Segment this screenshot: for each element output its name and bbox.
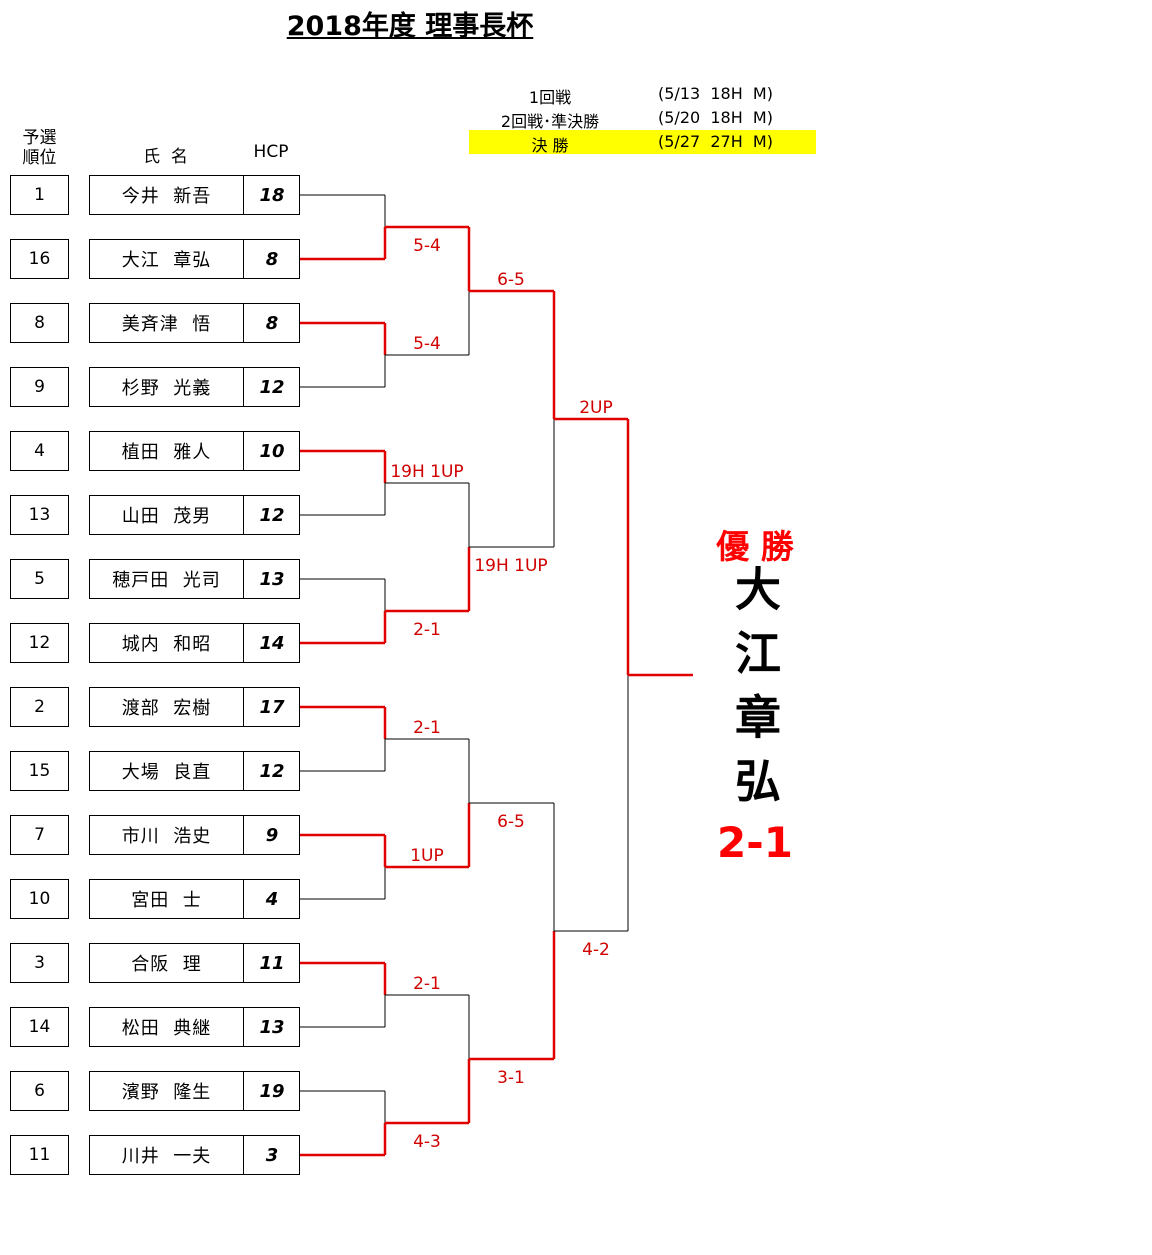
match-score: 19H 1UP (474, 556, 548, 576)
match-score: 2UP (579, 398, 613, 418)
player-hcp: 11 (243, 944, 300, 982)
seed-cell: 13 (10, 495, 69, 535)
name-header: 氏 名 (143, 147, 188, 167)
player-row: 宮田 士 4 (89, 879, 300, 919)
player-hcp: 14 (243, 624, 300, 662)
champion-label: 優 勝 (716, 527, 794, 566)
seed-cell: 12 (10, 623, 69, 663)
seed-cell: 11 (10, 1135, 69, 1175)
player-name: 宮田 士 (131, 890, 202, 911)
seed-header: 予選 順位 (22, 128, 57, 168)
player-hcp: 8 (243, 240, 300, 278)
hcp-header: HCP (253, 142, 289, 162)
player-name: 植田 雅人 (121, 442, 212, 463)
player-name: 杉野 光義 (121, 378, 212, 399)
player-hcp: 12 (243, 496, 300, 534)
schedule-highlight (469, 130, 816, 154)
player-name: 渡部 宏樹 (121, 698, 212, 719)
player-row: 大場 良直 12 (89, 751, 300, 791)
player-hcp: 3 (243, 1136, 300, 1174)
player-hcp: 18 (243, 176, 300, 214)
player-row: 合阪 理 11 (89, 943, 300, 983)
match-score: 1UP (410, 846, 444, 866)
player-name: 濱野 隆生 (121, 1082, 212, 1103)
player-row: 今井 新吾 18 (89, 175, 300, 215)
player-row: 穂戸田 光司 13 (89, 559, 300, 599)
player-row: 市川 浩史 9 (89, 815, 300, 855)
seed-cell: 15 (10, 751, 69, 791)
seed-cell: 7 (10, 815, 69, 855)
seed-cell: 3 (10, 943, 69, 983)
player-name: 美斉津 悟 (121, 314, 212, 335)
player-hcp: 8 (243, 304, 300, 342)
match-score: 4-2 (582, 940, 610, 960)
seed-cell: 4 (10, 431, 69, 471)
player-name: 城内 和昭 (121, 634, 212, 655)
player-name: 穂戸田 光司 (112, 570, 221, 591)
seed-cell: 2 (10, 687, 69, 727)
player-hcp: 10 (243, 432, 300, 470)
player-name: 山田 茂男 (121, 506, 212, 527)
player-hcp: 4 (243, 880, 300, 918)
champion-score: 2-1 (717, 818, 793, 867)
match-score: 6-5 (497, 270, 525, 290)
schedule-date: (5/27 27H M) (658, 132, 773, 151)
match-score: 2-1 (413, 718, 441, 738)
schedule-round: 決 勝 (531, 136, 569, 155)
player-row: 杉野 光義 12 (89, 367, 300, 407)
player-name: 合阪 理 (131, 954, 202, 975)
schedule-date: (5/13 18H M) (658, 84, 773, 103)
player-row: 植田 雅人 10 (89, 431, 300, 471)
player-hcp: 12 (243, 752, 300, 790)
player-name: 川井 一夫 (121, 1146, 212, 1167)
player-row: 川井 一夫 3 (89, 1135, 300, 1175)
match-score: 19H 1UP (390, 462, 464, 482)
player-row: 松田 典継 13 (89, 1007, 300, 1047)
player-name: 大場 良直 (121, 762, 212, 783)
player-name: 市川 浩史 (121, 826, 212, 847)
player-hcp: 17 (243, 688, 300, 726)
player-row: 渡部 宏樹 17 (89, 687, 300, 727)
match-score: 6-5 (497, 812, 525, 832)
champion-name: 大江章弘 (728, 565, 782, 821)
player-row: 美斉津 悟 8 (89, 303, 300, 343)
player-row: 山田 茂男 12 (89, 495, 300, 535)
seed-cell: 1 (10, 175, 69, 215)
schedule-date: (5/20 18H M) (658, 108, 773, 127)
seed-cell: 10 (10, 879, 69, 919)
player-hcp: 19 (243, 1072, 300, 1110)
player-name: 大江 章弘 (121, 250, 212, 271)
player-name: 今井 新吾 (121, 186, 212, 207)
player-hcp: 9 (243, 816, 300, 854)
player-hcp: 12 (243, 368, 300, 406)
schedule-round: 1回戦 (528, 88, 572, 107)
seed-cell: 14 (10, 1007, 69, 1047)
match-score: 2-1 (413, 620, 441, 640)
seed-cell: 8 (10, 303, 69, 343)
seed-cell: 5 (10, 559, 69, 599)
player-name: 松田 典継 (121, 1018, 212, 1039)
seed-cell: 6 (10, 1071, 69, 1111)
match-score: 3-1 (497, 1068, 525, 1088)
player-hcp: 13 (243, 560, 300, 598)
schedule-round: 2回戦･準決勝 (500, 112, 600, 131)
player-row: 城内 和昭 14 (89, 623, 300, 663)
match-score: 5-4 (413, 236, 441, 256)
seed-cell: 16 (10, 239, 69, 279)
player-row: 大江 章弘 8 (89, 239, 300, 279)
match-score: 4-3 (413, 1132, 441, 1152)
match-score: 2-1 (413, 974, 441, 994)
seed-cell: 9 (10, 367, 69, 407)
match-score: 5-4 (413, 334, 441, 354)
page-title: 2018年度 理事長杯 (286, 11, 534, 42)
player-row: 濱野 隆生 19 (89, 1071, 300, 1111)
player-hcp: 13 (243, 1008, 300, 1046)
